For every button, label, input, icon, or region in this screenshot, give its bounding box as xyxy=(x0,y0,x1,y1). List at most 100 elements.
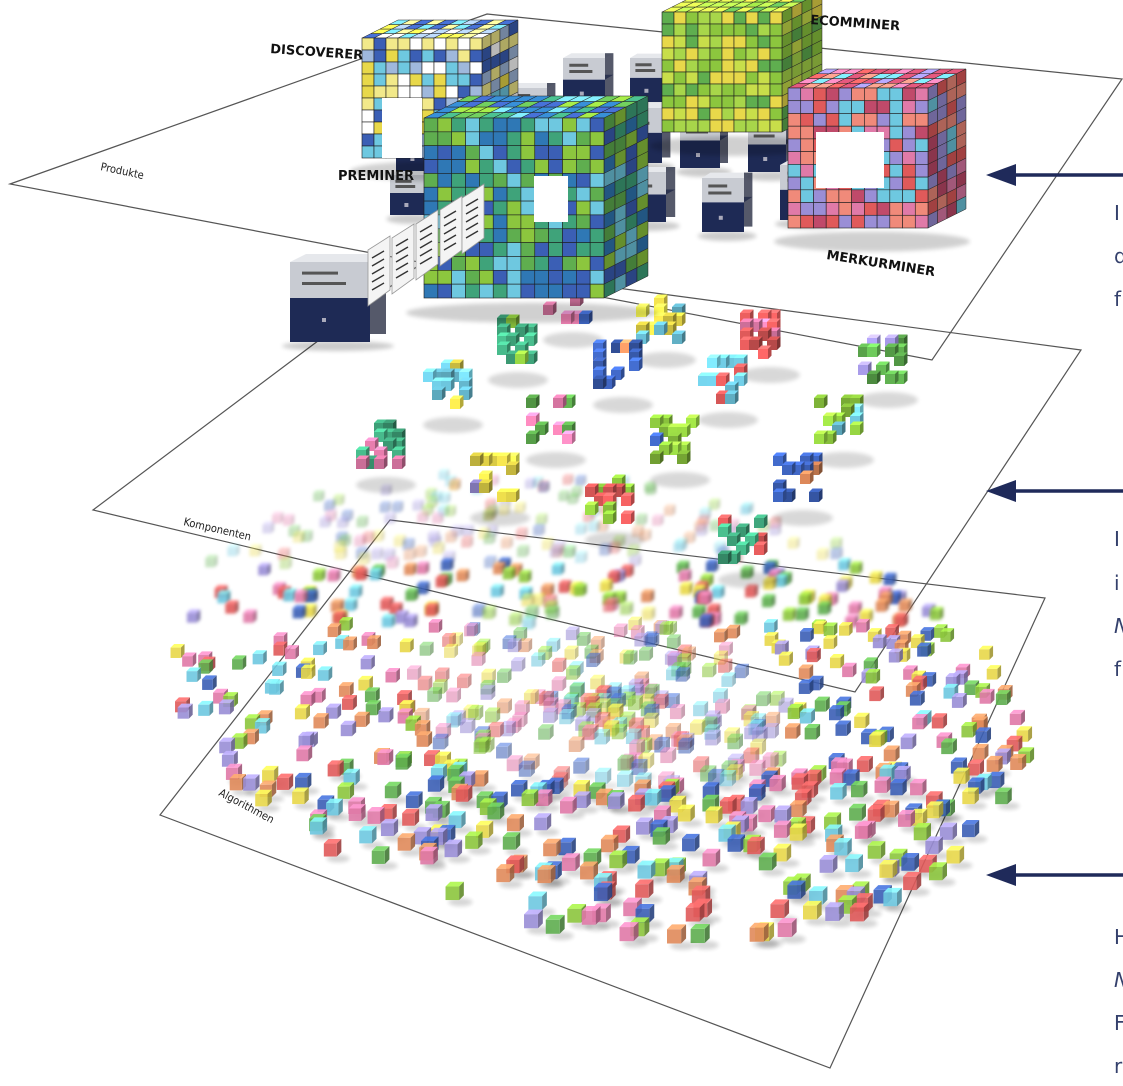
cube-mark xyxy=(386,556,399,569)
cube-mark xyxy=(677,423,691,437)
cube-mark xyxy=(432,733,449,750)
cube-mark xyxy=(739,503,752,515)
side-text-middle-1: I xyxy=(1114,527,1120,551)
cube-mark xyxy=(473,738,490,754)
cube-mark xyxy=(427,775,453,798)
cube-mark xyxy=(666,864,694,889)
cube-mark xyxy=(541,583,555,597)
cube-mark xyxy=(705,729,721,746)
cube-mark xyxy=(767,336,781,350)
cube-mark xyxy=(567,492,579,505)
cube-mark xyxy=(243,609,257,623)
cube-mark xyxy=(416,731,433,747)
cube-mark xyxy=(736,541,750,555)
cube-mark xyxy=(372,529,385,542)
cube-mark xyxy=(369,567,383,581)
document-sheet xyxy=(367,235,391,307)
product-cube xyxy=(774,68,970,252)
cube-mark xyxy=(845,854,872,879)
cube-mark xyxy=(538,481,550,493)
cube-mark xyxy=(711,585,725,599)
cube-mark xyxy=(975,727,992,743)
cube-mark xyxy=(645,483,657,496)
cube-mark xyxy=(272,661,287,676)
cube-mark xyxy=(575,522,588,535)
plane-produkte xyxy=(7,13,1123,361)
cube-mark xyxy=(310,687,326,703)
cube-mark xyxy=(381,613,396,628)
cube-mark xyxy=(576,632,591,646)
component-cluster xyxy=(423,359,483,433)
cube-mark xyxy=(296,745,313,762)
cube-mark xyxy=(405,587,419,601)
cube-mark xyxy=(559,709,575,725)
cube-mark xyxy=(762,594,776,608)
cube-mark xyxy=(912,714,928,730)
cube-mark xyxy=(798,664,814,679)
cube-mark xyxy=(758,852,786,877)
cube-mark xyxy=(682,833,708,858)
cube-mark xyxy=(686,414,700,428)
cube-mark xyxy=(439,492,451,504)
cube-mark xyxy=(764,619,778,633)
cube-mark xyxy=(271,511,284,524)
cube-mark xyxy=(395,753,412,770)
cube-mark xyxy=(714,628,728,643)
cube-mark xyxy=(849,902,878,928)
cube-mark xyxy=(721,672,736,687)
cube-mark xyxy=(549,545,562,558)
cube-mark xyxy=(806,648,821,663)
cube-mark xyxy=(301,664,316,679)
cube-mark xyxy=(752,726,768,743)
cube-mark xyxy=(641,606,656,621)
cube-mark xyxy=(940,628,955,642)
cube-mark xyxy=(830,547,843,560)
document-sheet xyxy=(391,223,415,295)
cube-mark xyxy=(515,527,528,540)
cube-mark xyxy=(444,839,471,864)
cube-mark xyxy=(629,739,645,755)
cube-mark xyxy=(445,881,473,907)
cube-mark xyxy=(255,789,280,812)
product-label-ecomminer: ECOMMINER xyxy=(810,13,901,34)
cube-mark xyxy=(621,510,635,524)
cube-mark xyxy=(575,474,587,486)
component-clusters xyxy=(356,274,918,588)
cube-mark xyxy=(431,512,444,524)
cube-mark xyxy=(1010,754,1027,770)
cube-mark xyxy=(341,694,357,710)
cube-mark xyxy=(848,601,862,615)
cube-mark xyxy=(652,827,679,851)
cube-mark xyxy=(869,731,885,748)
cube-mark xyxy=(838,558,851,571)
cube-mark xyxy=(883,572,897,586)
cube-mark xyxy=(702,662,717,678)
cube-mark xyxy=(177,703,193,719)
cube-mark xyxy=(403,548,416,561)
cube-mark xyxy=(402,538,415,551)
cube-mark xyxy=(269,680,284,695)
cube-mark xyxy=(564,645,579,660)
cube-mark xyxy=(563,545,576,558)
cube-mark xyxy=(677,450,691,464)
cube-mark xyxy=(798,591,812,605)
cube-mark xyxy=(835,720,851,736)
cube-mark xyxy=(629,553,642,567)
cube-mark xyxy=(769,774,794,797)
cube-mark xyxy=(875,598,889,612)
cube-mark xyxy=(406,665,422,680)
algorithm-cube-field xyxy=(170,468,1035,950)
cube-mark xyxy=(705,559,719,572)
cube-mark xyxy=(283,588,297,602)
cube-mark xyxy=(509,612,523,626)
cube-mark xyxy=(292,605,306,619)
cube-mark xyxy=(690,923,719,950)
cube-mark xyxy=(392,455,406,469)
cube-mark xyxy=(500,720,516,737)
cube-mark xyxy=(718,550,732,564)
cube-mark xyxy=(231,733,248,749)
cube-mark xyxy=(455,785,481,808)
cube-mark xyxy=(708,498,721,510)
cube-mark xyxy=(678,569,692,582)
cube-mark xyxy=(219,737,235,754)
